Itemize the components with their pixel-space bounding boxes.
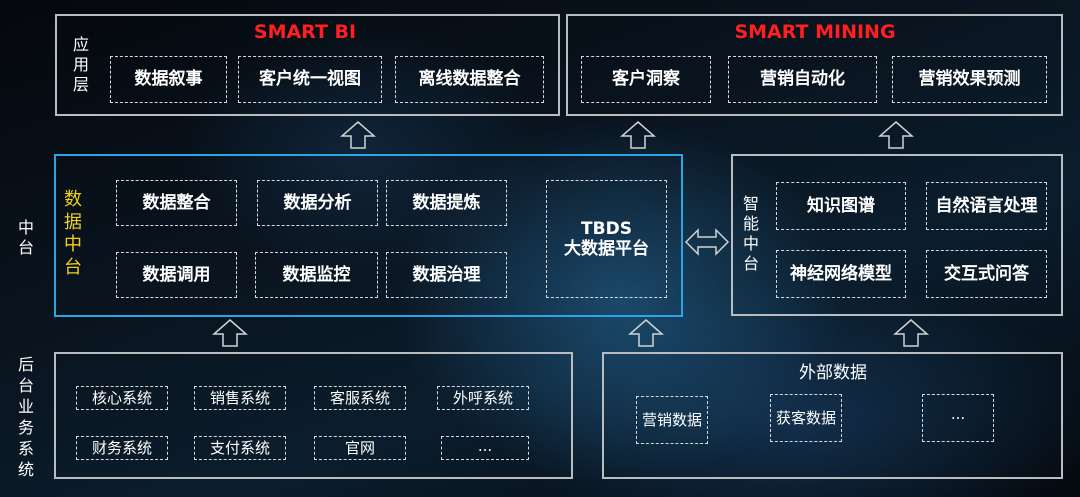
- smart-platform-label-char: 能: [742, 214, 759, 233]
- tbds-platform[interactable]: TBDS 大数据平台: [546, 180, 667, 298]
- tbds-title: TBDS: [581, 218, 632, 239]
- external-data-title: 外部数据: [799, 363, 867, 383]
- smart-mining-item[interactable]: 客户洞察: [581, 56, 711, 103]
- backend-system-item[interactable]: 财务系统: [76, 436, 168, 460]
- data-platform-label-char: 台: [64, 256, 82, 278]
- data-platform-item[interactable]: 数据治理: [386, 252, 507, 298]
- data-platform-label-char: 据: [64, 211, 82, 233]
- smart-mining-item[interactable]: 营销效果预测: [892, 56, 1047, 103]
- smart-platform-item[interactable]: 知识图谱: [776, 182, 906, 230]
- data-platform-item[interactable]: 数据分析: [257, 180, 378, 226]
- external-data-panel: [602, 352, 1063, 479]
- app-layer-label-char: 用: [72, 55, 89, 74]
- bidirectional-arrow-icon: [684, 226, 730, 258]
- smart-bi-title: SMART BI: [253, 21, 357, 43]
- smart-bi-item[interactable]: 客户统一视图: [238, 56, 382, 103]
- smart-platform-item[interactable]: 交互式问答: [926, 250, 1047, 298]
- smart-mining-item[interactable]: 营销自动化: [728, 56, 877, 103]
- backend-label-char: 后: [17, 354, 34, 374]
- middle-label-char: 中: [17, 218, 34, 237]
- backend-system-item[interactable]: 核心系统: [76, 386, 168, 410]
- external-data-item[interactable]: 营销数据: [636, 396, 708, 444]
- smart-bi-item[interactable]: 数据叙事: [110, 56, 227, 103]
- data-platform-item[interactable]: 数据整合: [116, 180, 237, 226]
- backend-label-char: 业: [17, 396, 34, 416]
- smart-platform-label-char: 台: [742, 254, 759, 273]
- up-arrow-icon: [620, 120, 656, 150]
- app-layer-label: 应 用 层: [66, 22, 96, 108]
- backend-label-char: 系: [17, 439, 34, 459]
- data-platform-panel: [54, 154, 683, 317]
- backend-system-item[interactable]: 外呼系统: [437, 386, 529, 410]
- backend-system-item[interactable]: ...: [441, 436, 529, 460]
- smart-mining-panel: [566, 14, 1063, 116]
- app-layer-label-char: 应: [72, 35, 89, 54]
- data-platform-label: 数 据 中 台: [60, 186, 86, 282]
- data-platform-label-char: 数: [64, 189, 82, 210]
- smart-platform-label-char: 中: [742, 234, 759, 253]
- data-platform-item[interactable]: 数据调用: [116, 252, 237, 298]
- backend-label-char: 统: [17, 460, 34, 480]
- smart-mining-title: SMART MINING: [734, 21, 896, 43]
- data-platform-label-char: 中: [64, 234, 82, 255]
- up-arrow-icon: [893, 318, 929, 348]
- middle-label: 中 台: [8, 208, 44, 268]
- smart-platform-item[interactable]: 自然语言处理: [926, 182, 1047, 230]
- smart-platform-label: 智 能 中 台: [738, 186, 764, 282]
- external-data-item[interactable]: 获客数据: [770, 394, 842, 442]
- data-platform-item[interactable]: 数据提炼: [386, 180, 507, 226]
- data-platform-item[interactable]: 数据监控: [255, 252, 378, 298]
- app-layer-label-char: 层: [72, 75, 89, 94]
- up-arrow-icon: [878, 120, 914, 150]
- up-arrow-icon: [340, 120, 376, 150]
- backend-label-char: 务: [17, 418, 34, 437]
- smart-bi-item[interactable]: 离线数据整合: [395, 56, 544, 103]
- middle-label-char: 台: [17, 238, 34, 257]
- up-arrow-icon: [628, 318, 664, 348]
- smart-platform-label-char: 智: [742, 194, 759, 213]
- backend-system-item[interactable]: 客服系统: [314, 386, 406, 410]
- smart-platform-item[interactable]: 神经网络模型: [776, 250, 906, 298]
- up-arrow-icon: [212, 318, 248, 348]
- backend-system-item[interactable]: 官网: [314, 436, 406, 460]
- backend-system-item[interactable]: 销售系统: [194, 386, 286, 410]
- tbds-subtitle: 大数据平台: [564, 239, 649, 259]
- external-data-item[interactable]: ...: [922, 394, 994, 442]
- smart-bi-panel: [55, 14, 560, 116]
- backend-system-item[interactable]: 支付系统: [194, 436, 286, 460]
- backend-systems-panel: [54, 352, 573, 479]
- backend-label: 后 台 业 务 系 统: [8, 350, 44, 484]
- smart-platform-panel: [731, 154, 1063, 316]
- backend-label-char: 台: [17, 375, 34, 395]
